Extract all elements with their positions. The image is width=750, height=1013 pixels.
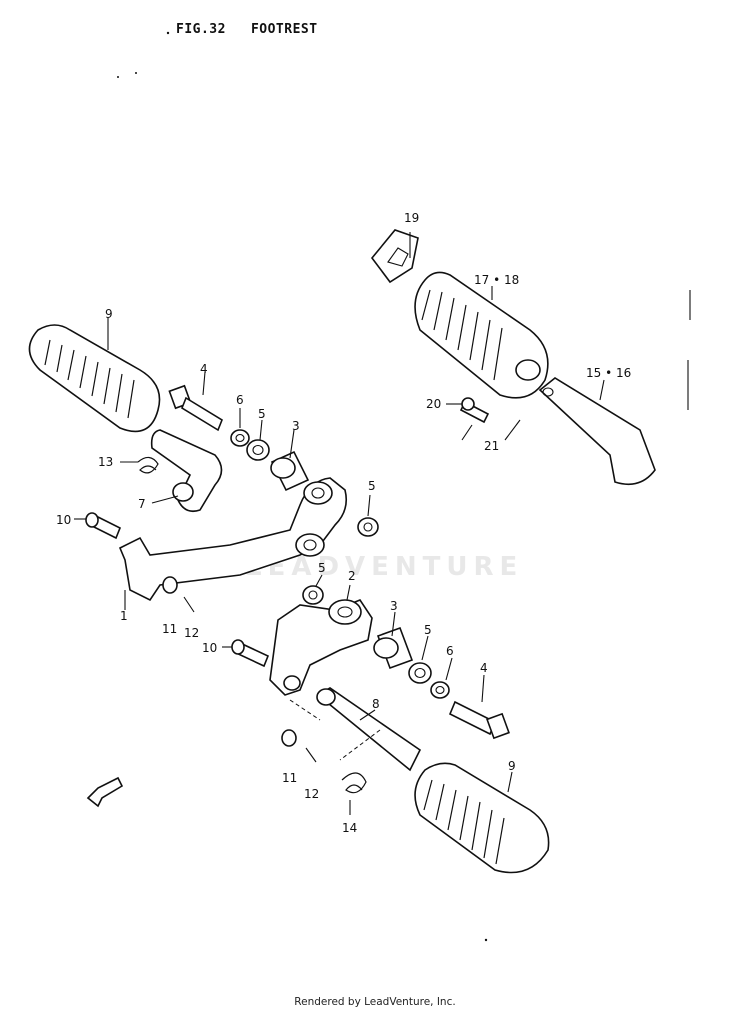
callout-5-lower-a: 5 bbox=[318, 561, 326, 575]
bushing-3-upper bbox=[270, 450, 310, 492]
washer-5-upper bbox=[246, 439, 270, 461]
washer-5-lower-b bbox=[408, 662, 432, 684]
callout-4-lower: 4 bbox=[480, 661, 488, 675]
callout-6-lower: 6 bbox=[446, 644, 454, 658]
callout-14: 14 bbox=[342, 821, 357, 835]
figure-title: FIG.32 FOOTREST bbox=[176, 22, 318, 37]
callout-15-16: 15 • 16 bbox=[586, 366, 631, 380]
callout-2: 2 bbox=[348, 569, 356, 583]
pin-10-upper bbox=[85, 512, 122, 540]
callout-17-18: 17 • 18 bbox=[474, 273, 519, 287]
callout-10-upper: 10 bbox=[56, 513, 71, 527]
footer-credit: Rendered by LeadVenture, Inc. bbox=[294, 996, 456, 1008]
spring-13 bbox=[137, 456, 159, 474]
callout-20: 20 bbox=[426, 397, 441, 411]
pin-10-lower bbox=[231, 639, 270, 668]
bolt-upper bbox=[168, 384, 223, 432]
callout-7: 7 bbox=[138, 497, 146, 511]
callout-19: 19 bbox=[404, 211, 419, 225]
bracket-right bbox=[269, 599, 373, 696]
washer-6-lower bbox=[430, 681, 450, 699]
washer-5-lower-a bbox=[302, 585, 324, 605]
washer-11-lower bbox=[281, 729, 297, 747]
forward-arrow-icon bbox=[86, 776, 124, 808]
bolt-20 bbox=[459, 397, 490, 424]
cotter-pin-21 bbox=[461, 424, 473, 441]
spring-14 bbox=[341, 772, 367, 794]
callout-5-upper: 5 bbox=[258, 407, 266, 421]
callout-1: 1 bbox=[120, 609, 128, 623]
plate-19 bbox=[370, 229, 419, 284]
callout-5-mid: 5 bbox=[368, 479, 376, 493]
callout-3-lower: 3 bbox=[390, 599, 398, 613]
cotter-pin-12-lower bbox=[305, 747, 317, 763]
footpeg-rubber-right-upper bbox=[414, 271, 549, 399]
washer-6-upper bbox=[230, 429, 250, 447]
callout-8: 8 bbox=[372, 697, 380, 711]
bolt-lower bbox=[448, 700, 510, 740]
callout-9-left: 9 bbox=[105, 307, 113, 321]
bushing-3-lower bbox=[373, 626, 414, 670]
cotter-pin-12-upper bbox=[183, 596, 195, 613]
callout-9-right: 9 bbox=[508, 759, 516, 773]
callout-6-upper: 6 bbox=[236, 393, 244, 407]
callout-5-lower-b: 5 bbox=[424, 623, 432, 637]
bracket-left bbox=[118, 477, 348, 602]
callout-21: 21 bbox=[484, 439, 499, 453]
callout-11-upper: 11 bbox=[162, 622, 177, 636]
callout-3-upper: 3 bbox=[292, 419, 300, 433]
callout-11-lower: 11 bbox=[282, 771, 297, 785]
footpeg-rubber-right-lower bbox=[414, 762, 550, 874]
callout-12-upper: 12 bbox=[184, 626, 199, 640]
callout-13: 13 bbox=[98, 455, 113, 469]
callout-12-lower: 12 bbox=[304, 787, 319, 801]
callout-4-upper: 4 bbox=[200, 362, 208, 376]
callout-10-lower: 10 bbox=[202, 641, 217, 655]
pivot-pin-8 bbox=[316, 687, 422, 772]
washer-11-upper bbox=[162, 576, 178, 594]
washer-5-mid bbox=[357, 517, 379, 537]
footpeg-rubber-left bbox=[28, 324, 161, 433]
footpeg-shaft-15-16 bbox=[538, 377, 656, 486]
pivot-pin-7 bbox=[150, 429, 223, 513]
